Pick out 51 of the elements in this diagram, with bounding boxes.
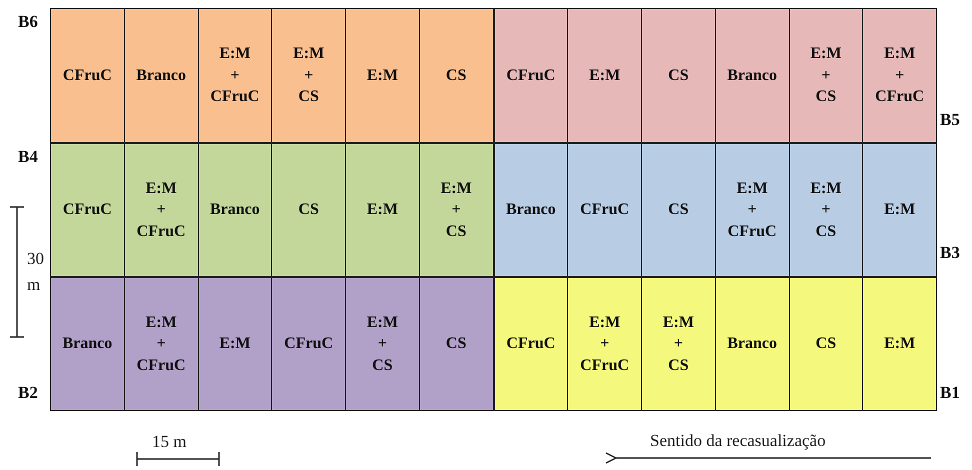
dimension-label: 15 m [152,431,188,453]
plot-block [50,8,494,143]
treatment-label: E:M + CS [662,312,695,376]
plot-block [494,8,937,143]
treatment-label: E:M + CFruC [209,44,260,108]
treatment-label: E:M + CS [809,178,842,242]
treatment-label: E:M [366,66,398,86]
treatment-label: Branco [727,334,778,354]
block-label: B3 [940,243,960,263]
block-label: B4 [18,147,38,167]
treatment-label: CFruC [62,66,112,86]
treatment-label: CFruC [284,334,334,354]
treatment-label: E:M + CS [809,44,842,108]
treatment-label: CFruC [62,200,112,220]
treatment-label: Branco [727,66,778,86]
treatment-label: CFruC [580,200,630,220]
treatment-label: CS [816,334,836,354]
treatment-label: E:M + CFruC [726,178,778,242]
treatment-label: E:M [884,200,916,220]
treatment-label: E:M + CFruC [874,44,926,108]
plot-block [50,143,494,277]
block-label: B1 [940,383,960,403]
block-label: B5 [940,110,960,130]
treatment-label: CS [668,66,689,86]
plot-block [494,143,937,277]
treatment-label: E:M + CFruC [136,178,187,242]
treatment-label: CS [446,66,466,86]
treatment-label: E:M + CS [366,312,399,376]
treatment-label: Branco [210,200,260,220]
direction-label: Sentido da recasualização [650,430,827,452]
treatment-label: Branco [506,200,556,220]
treatment-label: Branco [62,334,112,354]
treatment-label: E:M [366,200,398,220]
treatment-label: Branco [136,66,186,86]
treatment-label: CS [446,334,466,354]
treatment-label: E:M + CS [292,44,326,108]
treatment-label: E:M + CFruC [136,312,187,376]
treatment-label: E:M [589,66,620,86]
treatment-label: CFruC [506,66,556,86]
treatment-label: E:M + CFruC [579,312,630,376]
plot-block [494,277,937,411]
dimension-label: 30 m [27,248,45,296]
block-label: B6 [18,12,38,32]
treatment-label: E:M [219,334,250,354]
treatment-label: CFruC [506,334,556,354]
plot-block [50,277,494,411]
block-label: B2 [18,383,38,403]
treatment-label: E:M [884,334,916,354]
treatment-label: CS [298,200,319,220]
treatment-label: CS [668,200,689,220]
treatment-label: E:M + CS [440,178,473,242]
